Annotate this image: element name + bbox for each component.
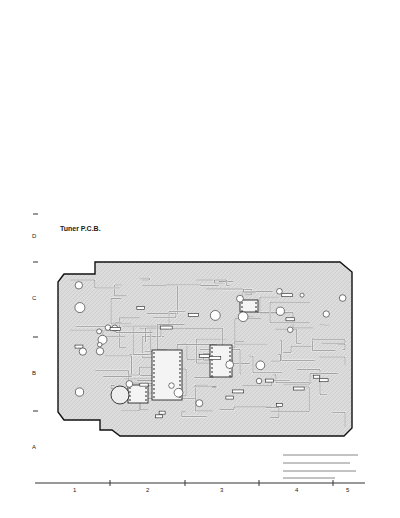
grid-row-letter: B	[32, 370, 36, 376]
grid-column-number: 5	[346, 487, 349, 493]
board-title: Tuner P.C.B.	[60, 225, 101, 232]
grid-row-letter: C	[32, 295, 36, 301]
board-outline	[58, 262, 352, 436]
copper-traces	[70, 278, 345, 427]
grid-column-number: 1	[73, 487, 76, 493]
grid-row-letter: A	[32, 444, 36, 450]
grid-column-number: 2	[146, 487, 149, 493]
grid-row-letter: D	[32, 233, 36, 239]
note-lines	[283, 455, 358, 478]
grid-column-number: 4	[295, 487, 298, 493]
grid-ticks	[33, 214, 365, 486]
components	[75, 282, 346, 418]
grid-column-number: 3	[220, 487, 223, 493]
